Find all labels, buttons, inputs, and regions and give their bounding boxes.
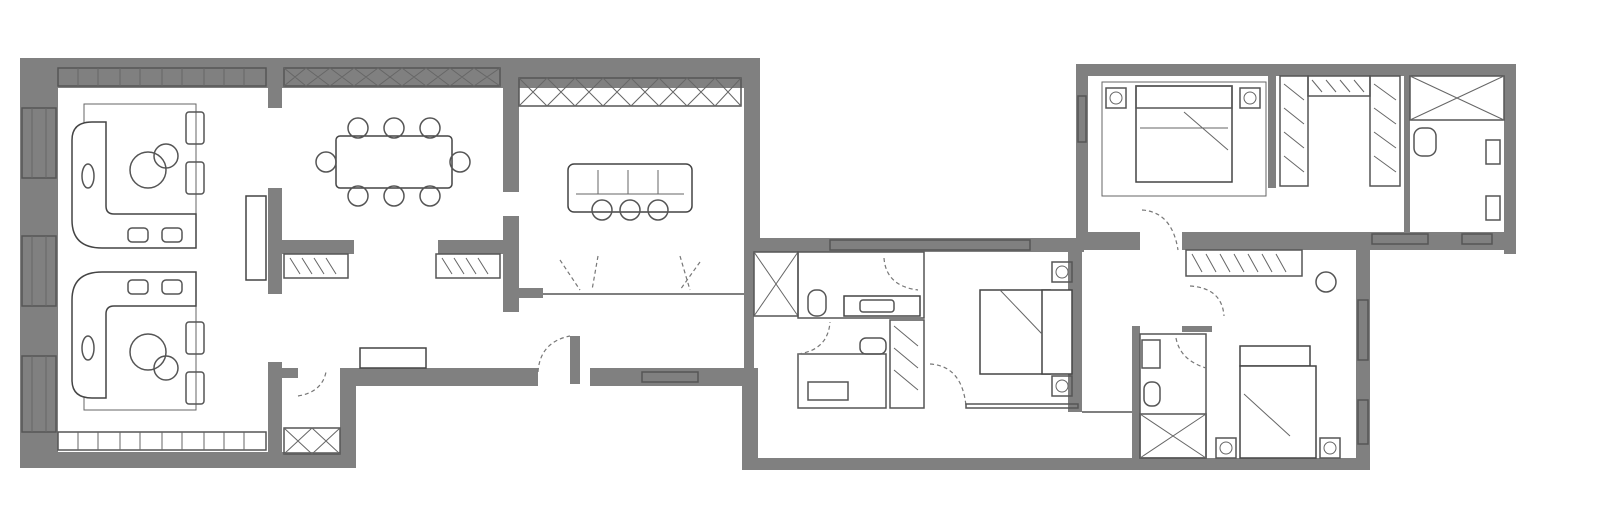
bed-middle xyxy=(965,261,1079,409)
window-left-wall xyxy=(21,107,57,433)
window-right-side-2 xyxy=(1357,399,1369,445)
glass-partition xyxy=(543,255,744,295)
window-right-side xyxy=(1357,299,1369,361)
wardrobe-left xyxy=(283,253,349,279)
cabinet-top-right xyxy=(518,77,742,107)
bathroom-middle xyxy=(797,251,925,409)
door-swing-bedroom-mid xyxy=(883,257,919,291)
door-swing-lower-bath xyxy=(1175,337,1207,369)
left-wing-walls xyxy=(20,58,760,468)
dining-table xyxy=(315,117,471,207)
bed-master xyxy=(1101,81,1267,197)
bookshelf-bottom-left xyxy=(57,431,267,451)
window-right-top-2 xyxy=(1461,233,1493,245)
door-swing-master xyxy=(1141,209,1179,251)
sofa-upper xyxy=(71,103,205,249)
shower-middle xyxy=(753,251,799,317)
window-right-top xyxy=(1371,233,1429,245)
walk-in-wardrobe xyxy=(1279,75,1401,187)
sofa-right-room xyxy=(567,163,693,221)
bedroom-lower-right xyxy=(1185,249,1341,459)
bathroom-lower-right xyxy=(1132,326,1212,459)
bathroom-master xyxy=(1409,75,1505,221)
window-right-wing-left xyxy=(1077,95,1087,143)
door-swing-bath xyxy=(797,321,831,355)
right-wing-walls xyxy=(1076,64,1516,470)
middle-walls xyxy=(742,238,1370,470)
bench-corridor xyxy=(359,347,427,369)
door-swing-entry xyxy=(297,371,327,397)
bookshelf-top-left xyxy=(57,67,267,87)
cabinet-top-center xyxy=(283,67,501,87)
wardrobe-right xyxy=(435,253,501,279)
window-corridor xyxy=(641,371,699,383)
door-swing-lower-bedroom xyxy=(1189,285,1225,317)
cabinet-bottom-entry xyxy=(283,427,341,455)
door-swing-main xyxy=(537,335,571,373)
sofa-lower xyxy=(71,271,205,411)
tv-console xyxy=(245,195,267,281)
door-swing-bedroom-mid-lower xyxy=(929,363,967,407)
window-middle-top xyxy=(829,239,1031,251)
